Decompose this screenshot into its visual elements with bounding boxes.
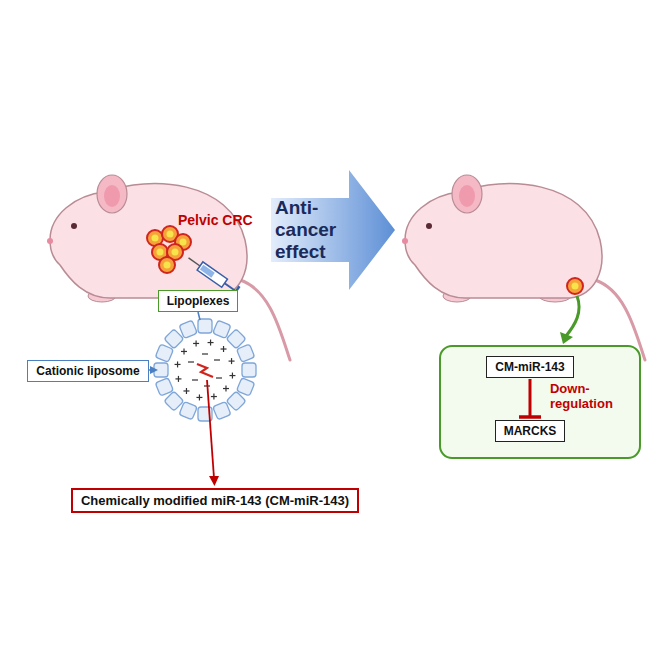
box-label: MARCKS <box>504 424 557 438</box>
tumor-label: Pelvic CRC <box>178 212 253 228</box>
result-panel <box>440 346 640 458</box>
label-box: Cationic liposome <box>27 360 148 382</box>
inhibition-connector <box>519 379 541 417</box>
label-box: Chemically modified miR-143 (CM-miR-143) <box>71 488 359 513</box>
effect-arrow: Anti-cancer effect <box>271 170 395 290</box>
label-box: Lipoplexes <box>158 290 239 312</box>
tumor <box>147 226 191 273</box>
label-box: MARCKS <box>495 420 566 442</box>
liposome <box>154 319 256 421</box>
box-label: CM-miR-143 <box>495 360 564 374</box>
effect-text: Anti-cancer effect <box>271 197 373 263</box>
label-box: CM-miR-143 <box>486 356 573 378</box>
box-label: Lipoplexes <box>167 294 230 308</box>
edge-label: Down-regulation <box>550 382 630 412</box>
box-label: Chemically modified miR-143 (CM-miR-143) <box>81 493 349 508</box>
box-label: Cationic liposome <box>36 364 139 378</box>
